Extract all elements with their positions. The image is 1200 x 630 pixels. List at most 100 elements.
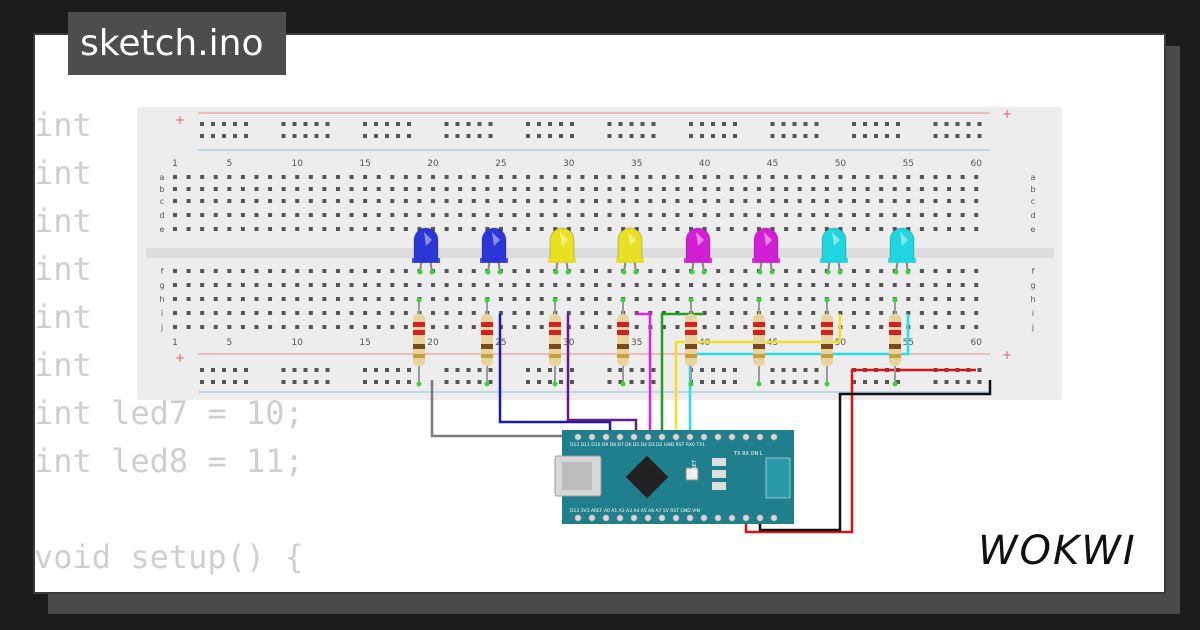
breadboard-hole: [173, 175, 177, 179]
rail-hole: [651, 380, 656, 384]
breadboard-hole: [838, 283, 843, 287]
rail-hole: [407, 134, 411, 138]
rail-hole: [385, 368, 389, 372]
breadboard-hole: [960, 325, 965, 329]
file-tab[interactable]: sketch.ino: [68, 12, 286, 75]
breadboard-hole: [784, 297, 789, 301]
breadboard-hole: [213, 227, 218, 231]
row-letter: c: [160, 197, 164, 206]
breadboard-hole: [227, 297, 232, 301]
rail-hole: [955, 380, 960, 384]
breadboard-hole: [553, 283, 558, 287]
breadboard-hole: [919, 269, 924, 273]
breadboard-hole: [919, 283, 924, 287]
reset-button[interactable]: [685, 467, 699, 481]
rail-hole: [640, 368, 645, 372]
onboard-led: [712, 470, 726, 478]
breadboard-hole: [933, 187, 938, 191]
resistor-band: [753, 322, 765, 327]
breadboard-hole: [349, 297, 354, 301]
breadboard-hole: [295, 199, 300, 203]
breadboard-hole: [960, 187, 965, 191]
rail-hole: [374, 134, 378, 138]
rail-hole: [711, 134, 715, 138]
breadboard-hole: [349, 175, 354, 179]
rail-hole: [455, 134, 460, 138]
breadboard-hole: [648, 269, 653, 273]
breadboard-hole: [254, 175, 259, 179]
breadboard-hole: [852, 175, 856, 179]
rail-hole: [292, 122, 297, 126]
breadboard-hole: [702, 325, 707, 329]
breadboard-hole: [607, 297, 612, 301]
column-number: 45: [767, 159, 778, 169]
breadboard-hole: [852, 227, 856, 231]
rail-hole: [629, 134, 634, 138]
breadboard-hole: [947, 227, 952, 231]
rail-hole: [781, 134, 786, 138]
breadboard-hole: [566, 311, 571, 315]
breadboard-hole: [689, 283, 694, 287]
resistor-band: [549, 322, 561, 327]
breadboard-hole: [811, 311, 816, 315]
led-rim: [480, 258, 508, 263]
led-rim: [820, 258, 848, 263]
breadboard-hole: [498, 311, 503, 315]
breadboard-hole: [322, 283, 327, 287]
breadboard-hole: [580, 311, 585, 315]
breadboard-hole: [431, 283, 436, 287]
resistor-band: [549, 354, 561, 358]
breadboard-hole: [689, 213, 694, 217]
breadboard-hole: [526, 311, 531, 315]
resistor-band: [481, 330, 493, 335]
rail-hole: [966, 380, 971, 384]
breadboard-hole: [892, 213, 897, 217]
breadboard-hole: [729, 269, 734, 273]
resistors: [413, 297, 901, 387]
rail-hole: [852, 380, 856, 384]
rail-hole: [385, 380, 389, 384]
breadboard-hole: [240, 213, 245, 217]
breadboard-hole: [852, 283, 856, 287]
breadboard-hole: [471, 199, 476, 203]
breadboard-hole: [906, 187, 911, 191]
breadboard-hole: [879, 283, 884, 287]
breadboard-hole: [580, 187, 585, 191]
column-number: 20: [427, 338, 439, 348]
rail-hole: [200, 380, 204, 384]
row-letter: f: [161, 267, 164, 276]
arduino-nano[interactable]: RESET TX RX ON L D12 D11 D10 D9 D8 D7 D6…: [554, 430, 794, 524]
breadboard-hole: [240, 199, 245, 203]
led-rim: [616, 258, 644, 263]
breadboard-hole: [363, 213, 368, 217]
connection-dot: [756, 297, 762, 303]
onboard-led: [712, 458, 726, 466]
breadboard-hole: [173, 269, 177, 273]
breadboard-hole: [933, 269, 938, 273]
rail-hole: [618, 122, 623, 126]
rail-hole: [396, 380, 400, 384]
breadboard-hole: [947, 213, 952, 217]
breadboard-hole: [485, 213, 490, 217]
rail-hole: [325, 122, 330, 126]
header-pin: [602, 433, 610, 441]
resistor-band: [753, 330, 765, 335]
breadboard-hole: [852, 269, 856, 273]
breadboard-hole: [865, 283, 870, 287]
rail-hole: [488, 380, 493, 384]
rail-hole: [466, 122, 471, 126]
breadboard-hole: [960, 297, 965, 301]
breadboard-hole: [580, 199, 585, 203]
resistor-band: [617, 330, 629, 335]
row-letter: j: [160, 323, 163, 332]
resistor-band: [889, 322, 901, 327]
breadboard-hole: [553, 227, 558, 231]
led-highlight: [628, 232, 636, 246]
breadboard-hole: [824, 187, 829, 191]
led-highlight: [900, 232, 908, 246]
rail-hole: [281, 368, 286, 372]
rail-hole: [559, 122, 563, 126]
rail-hole: [559, 368, 563, 372]
breadboard-hole: [702, 199, 707, 203]
breadboard-hole: [621, 175, 626, 179]
